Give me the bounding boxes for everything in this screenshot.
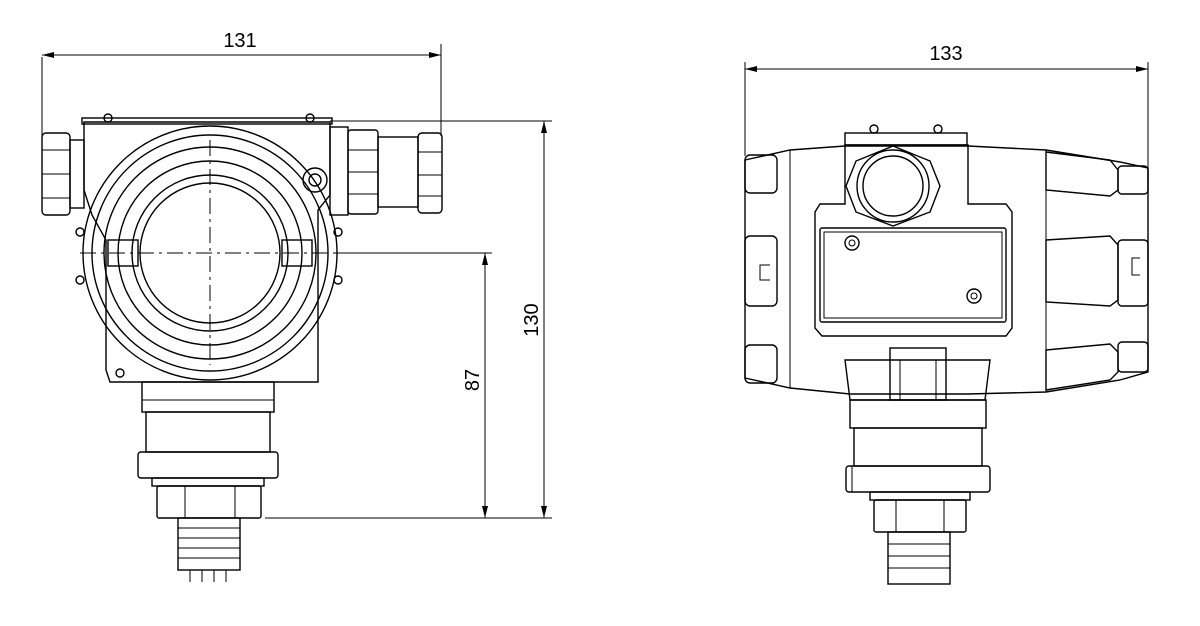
front-height-dimension: 130: [265, 120, 552, 519]
front-width-dimension: 131: [41, 30, 442, 136]
side-width-dimension: 133: [744, 43, 1149, 168]
side-process-connection: [844, 347, 991, 585]
front-process-connection: [137, 381, 279, 582]
right-cable-gland: [329, 126, 443, 216]
width-dimension-label: 131: [223, 30, 256, 52]
side-width-dimension-label: 133: [929, 43, 962, 65]
side-housing: [744, 124, 1149, 395]
left-cable-gland: [41, 132, 85, 216]
center-height-dimension-label: 87: [462, 369, 484, 391]
height-dimension-label: 130: [521, 303, 543, 336]
front-center-height-dimension: 87: [335, 252, 492, 518]
side-view: 133: [744, 43, 1149, 585]
front-housing: [75, 113, 343, 383]
front-view: 131 130 87: [41, 30, 552, 582]
